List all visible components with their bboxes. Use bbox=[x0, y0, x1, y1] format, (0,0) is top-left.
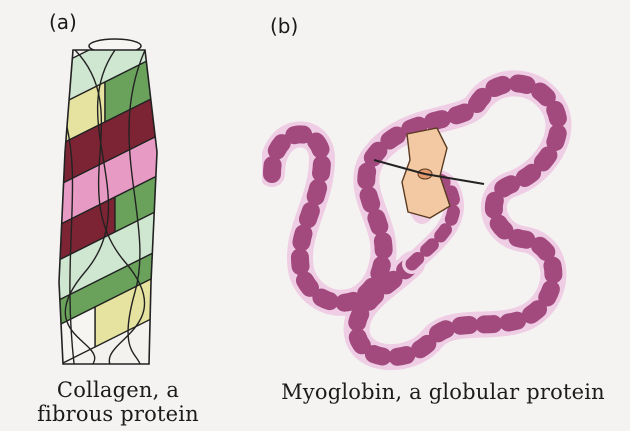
collagen-caption: Collagen, a fibrous protein bbox=[18, 378, 218, 426]
panel-label-b: (b) bbox=[270, 14, 298, 38]
myoglobin-illustration bbox=[262, 64, 582, 374]
panel-label-a: (a) bbox=[49, 10, 77, 34]
collagen-caption-line-1: Collagen, a bbox=[18, 378, 218, 402]
myoglobin-caption: Myoglobin, a globular protein bbox=[258, 380, 628, 404]
collagen-illustration bbox=[45, 32, 165, 372]
collagen-caption-line-2: fibrous protein bbox=[18, 402, 218, 426]
